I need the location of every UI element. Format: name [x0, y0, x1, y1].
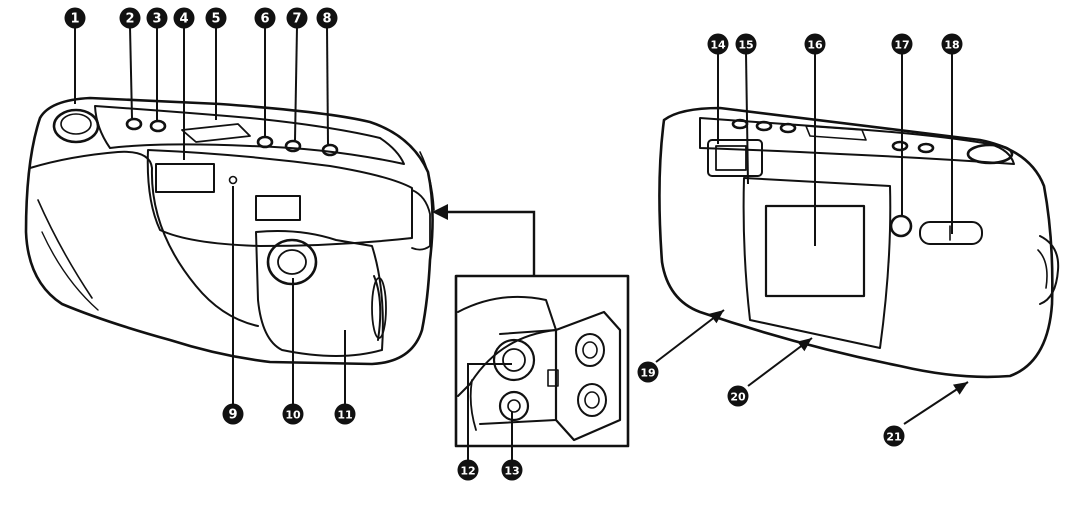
- callout-badge-13: [501, 459, 523, 481]
- callout-badge-8: [316, 7, 338, 29]
- callout-number-7: 7: [292, 12, 301, 27]
- callout-badge-3: [146, 7, 168, 29]
- callout-13: 13: [501, 459, 523, 481]
- callout-badge-6: [254, 7, 276, 29]
- leader-line-8: [326, 26, 329, 145]
- callout-3: 3: [146, 7, 168, 29]
- callout-badge-10: [282, 403, 304, 425]
- arrow-heads: [709, 310, 968, 395]
- leader-arrow-19: [655, 309, 725, 363]
- callout-badge-2: [119, 7, 141, 29]
- callout-number-13: 13: [504, 465, 519, 478]
- callout-number-15: 15: [738, 39, 753, 52]
- leader-lines: [74, 26, 969, 479]
- callout-badge-11: [334, 403, 356, 425]
- leader-line-15: [745, 52, 749, 185]
- callout-16: 16: [804, 33, 826, 55]
- callout-number-20: 20: [730, 391, 746, 404]
- callout-11: 11: [334, 403, 356, 425]
- callout-badge-12: [457, 459, 479, 481]
- arrow-head-21: [953, 382, 968, 395]
- callout-17: 17: [891, 33, 913, 55]
- callout-15: 15: [735, 33, 757, 55]
- leader-line-12: [467, 363, 512, 461]
- callout-number-18: 18: [944, 39, 959, 52]
- callout-12: 12: [457, 459, 479, 481]
- callout-number-8: 8: [322, 12, 331, 27]
- callout-badge-15: [735, 33, 757, 55]
- callout-badge-1: [64, 7, 86, 29]
- callout-badge-17: [891, 33, 913, 55]
- arrow-head-19: [709, 310, 724, 324]
- callout-badge-19: [637, 361, 659, 383]
- callout-1: 1: [64, 7, 86, 29]
- callout-21: 21: [883, 425, 905, 447]
- callout-number-2: 2: [125, 12, 134, 27]
- leader-line-7: [294, 26, 298, 141]
- callout-number-16: 16: [807, 39, 823, 52]
- callout-badge-4: [173, 7, 195, 29]
- callout-number-1: 1: [70, 12, 79, 27]
- leader-line-2: [129, 26, 133, 119]
- callout-badge-7: [286, 7, 308, 29]
- inset-pointer-arrow: [432, 204, 536, 276]
- callout-10: 10: [282, 403, 304, 425]
- callout-badge-20: [727, 385, 749, 407]
- callout-number-11: 11: [337, 409, 352, 422]
- callout-badge-9: [222, 403, 244, 425]
- callout-number-17: 17: [894, 39, 909, 52]
- callout-14: 14: [707, 33, 729, 55]
- callout-badge-18: [941, 33, 963, 55]
- callout-8: 8: [316, 7, 338, 29]
- callout-18: 18: [941, 33, 963, 55]
- callout-7: 7: [286, 7, 308, 29]
- camera-back-view: [658, 106, 1060, 379]
- callout-number-12: 12: [460, 465, 475, 478]
- camera-front-view: [24, 96, 435, 366]
- callout-number-5: 5: [211, 12, 220, 27]
- callout-badge-5: [205, 7, 227, 29]
- callout-2: 2: [119, 7, 141, 29]
- callout-number-6: 6: [260, 12, 269, 27]
- callout-number-19: 19: [640, 367, 655, 380]
- callout-9: 9: [222, 403, 244, 425]
- callout-number-9: 9: [228, 408, 237, 423]
- callout-number-21: 21: [886, 431, 901, 444]
- callout-19: 19: [637, 361, 659, 383]
- terminal-inset: [454, 274, 630, 448]
- callout-20: 20: [727, 385, 749, 407]
- callout-6: 6: [254, 7, 276, 29]
- arrow-head-20: [797, 338, 812, 352]
- callout-5: 5: [205, 7, 227, 29]
- callout-badge-16: [804, 33, 826, 55]
- callout-number-14: 14: [710, 39, 726, 52]
- callout-badge-21: [883, 425, 905, 447]
- callout-number-10: 10: [285, 409, 301, 422]
- callout-4: 4: [173, 7, 195, 29]
- callout-number-3: 3: [152, 12, 161, 27]
- callout-badge-14: [707, 33, 729, 55]
- callout-number-4: 4: [179, 12, 188, 27]
